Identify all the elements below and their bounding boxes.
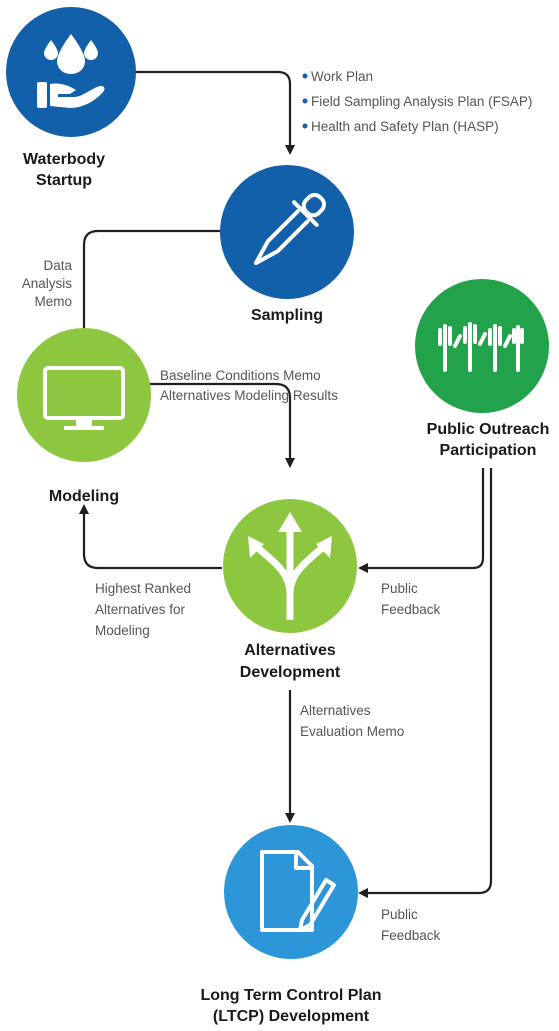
- bullet: [302, 123, 308, 129]
- note-public-feedback-line: Feedback: [381, 928, 441, 943]
- sampling-circle: [220, 165, 354, 299]
- modeling-circle: [17, 328, 151, 462]
- note-hasp: Health and Safety Plan (HASP): [311, 119, 499, 134]
- note-fsap: Field Sampling Analysis Plan (FSAP): [311, 94, 532, 109]
- note-alt-eval-line: Alternatives: [300, 703, 371, 718]
- note-data-analysis-line: Analysis: [22, 276, 73, 291]
- node-alternatives[interactable]: Alternatives Development: [223, 499, 357, 681]
- waterbody-startup-label-2: Startup: [36, 172, 92, 189]
- note-baseline: Baseline Conditions Memo Alternatives Mo…: [160, 368, 338, 403]
- node-public-outreach[interactable]: Public Outreach Participation: [415, 279, 549, 459]
- water-drops-hand-icon: [37, 34, 105, 108]
- public-outreach-label-2: Participation: [440, 442, 537, 459]
- note-public-feedback-ltcp: Public Feedback: [381, 907, 441, 943]
- note-baseline-line: Alternatives Modeling Results: [160, 388, 338, 403]
- note-highest-ranked-line: Alternatives for: [95, 602, 186, 617]
- connectors: [79, 70, 493, 898]
- node-modeling[interactable]: Modeling: [17, 328, 151, 505]
- document-pen-icon: [260, 850, 336, 932]
- note-highest-ranked-line: Modeling: [95, 623, 150, 638]
- note-public-feedback-line: Public: [381, 581, 418, 596]
- ltcp-label-1: Long Term Control Plan: [200, 987, 381, 1004]
- bullet: [302, 98, 308, 104]
- note-public-feedback-line: Public: [381, 907, 418, 922]
- note-data-analysis-line: Memo: [34, 294, 72, 309]
- connector-public-to-alternatives: [358, 468, 485, 573]
- alternatives-label-2: Development: [240, 664, 341, 681]
- modeling-label: Modeling: [49, 488, 119, 505]
- note-alternatives-evaluation: Alternatives Evaluation Memo: [300, 703, 404, 739]
- ltcp-label-2: (LTCP) Development: [213, 1008, 370, 1025]
- raised-hands-icon: [438, 322, 524, 372]
- connector-sampling-to-modeling: [79, 229, 220, 341]
- monitor-icon: [43, 366, 125, 430]
- note-public-feedback-alternatives: Public Feedback: [381, 581, 441, 617]
- connector-modeling-to-alternatives: [150, 382, 295, 468]
- note-alt-eval-line: Evaluation Memo: [300, 724, 404, 739]
- connector-public-to-ltcp: [358, 468, 493, 898]
- node-ltcp[interactable]: Long Term Control Plan (LTCP) Developmen…: [200, 825, 382, 1025]
- note-highest-ranked-line: Highest Ranked: [95, 581, 191, 596]
- node-waterbody-startup[interactable]: Waterbody Startup: [6, 7, 136, 189]
- note-data-analysis-line: Data: [43, 258, 72, 273]
- note-baseline-line: Baseline Conditions Memo: [160, 368, 321, 383]
- dropper-icon: [253, 193, 326, 266]
- waterbody-startup-label-1: Waterbody: [23, 151, 105, 168]
- diverging-arrows-icon: [248, 512, 332, 620]
- connector-alternatives-to-modeling: [79, 504, 222, 570]
- public-outreach-label-1: Public Outreach: [427, 421, 550, 438]
- connector-startup-to-sampling: [128, 70, 295, 155]
- public-outreach-circle: [415, 279, 549, 413]
- note-public-feedback-line: Feedback: [381, 602, 441, 617]
- alternatives-label-1: Alternatives: [244, 642, 336, 659]
- note-work-plan: Work Plan: [311, 69, 373, 84]
- bullet: [302, 73, 308, 79]
- node-sampling[interactable]: Sampling: [220, 165, 354, 324]
- note-highest-ranked: Highest Ranked Alternatives for Modeling: [95, 581, 191, 638]
- note-startup-outputs: Work Plan Field Sampling Analysis Plan (…: [302, 69, 532, 134]
- note-data-analysis: Data Analysis Memo: [22, 258, 73, 309]
- ltcp-circle: [224, 825, 358, 959]
- sampling-label: Sampling: [251, 307, 323, 324]
